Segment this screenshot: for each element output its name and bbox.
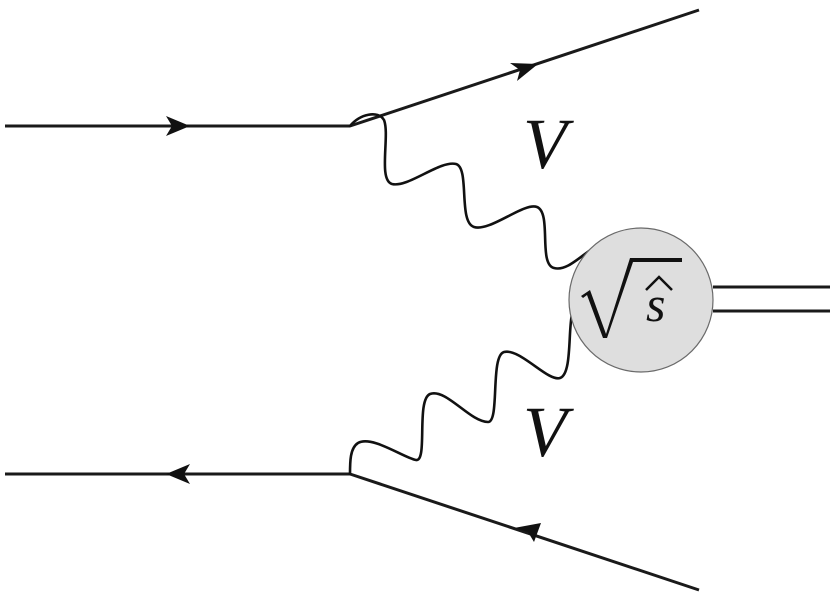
interaction-blob: s [568,227,714,373]
lower-boson-wavy-line [348,312,574,476]
outgoing-upper-fermion [349,8,700,128]
blob-label-s: s [646,276,665,332]
arrow-outgoing-icon [510,63,538,81]
upper-boson-wavy-line [348,113,602,270]
outgoing-double-line [713,285,830,313]
incoming-lower-antifermion [5,464,350,484]
upper-boson-label: V [523,104,574,184]
arrow-right-icon [166,116,190,136]
lower-boson-label: V [523,392,574,472]
outgoing-lower-antifermion [349,472,700,592]
arrow-left-icon [166,464,190,484]
incoming-upper-fermion [5,116,350,136]
hat-icon [645,275,673,291]
arrow-inward-icon [514,523,541,542]
